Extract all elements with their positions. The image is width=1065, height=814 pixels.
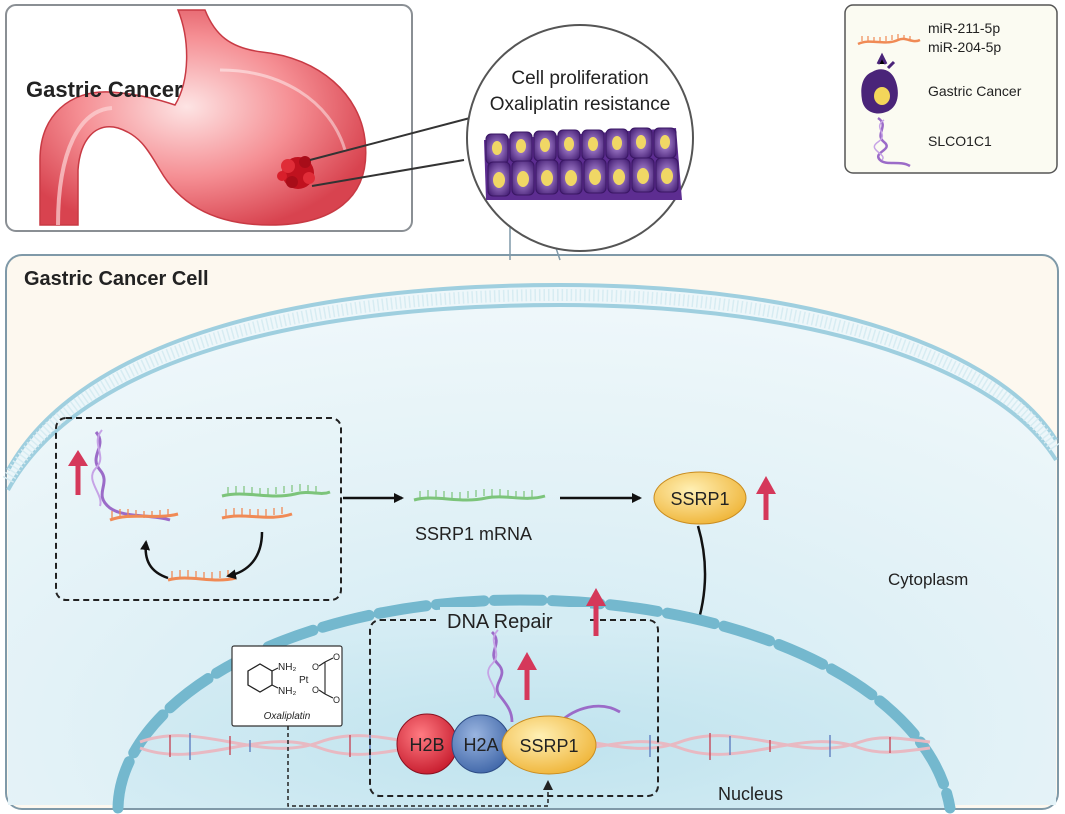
cancer-cell-cluster (484, 127, 682, 200)
cytoplasm-label: Cytoplasm (888, 570, 968, 589)
cell-title: Gastric Cancer Cell (24, 268, 209, 290)
ssrp1-protein-label: SSRP1 (670, 489, 729, 509)
mirna-strand-icon (857, 34, 921, 46)
dna-repair-box: DNA Repair (369, 607, 659, 797)
histone-h2a-label: H2A (463, 735, 498, 755)
atom-o-double-top: O (333, 652, 340, 662)
atom-pt: Pt (299, 675, 309, 686)
legend-label-mirna-2: miR-204-5p (928, 39, 1001, 55)
callout-circle: Cell proliferation Oxaliplatin resistanc… (466, 24, 694, 261)
ssrp1-mrna-icon (413, 489, 546, 502)
tumor-mass (277, 156, 315, 189)
cerna-mechanism-box (55, 417, 342, 601)
ssrp1-protein: SSRP1 (653, 471, 747, 525)
drug-action-arrowhead (543, 780, 553, 790)
atom-o-bottom: O (312, 685, 319, 695)
atom-o-top: O (312, 662, 319, 672)
mrna-label: SSRP1 mRNA (415, 524, 532, 544)
callout-line-2: Oxaliplatin resistance (490, 94, 671, 115)
oxaliplatin-box: NH₂ NH₂ Pt O O O O Oxaliplatin (231, 645, 343, 727)
rna-helix-icon (873, 116, 911, 168)
cancer-cell-icon (861, 52, 898, 114)
mrna-mirna-duplex-icon (221, 484, 331, 520)
atom-nh2-top: NH₂ (278, 662, 296, 673)
histone-complex: H2B H2A SSRP1 (396, 713, 597, 775)
atom-o-double-bottom: O (333, 695, 340, 705)
atom-nh2-bottom: NH₂ (278, 686, 296, 697)
drug-name-label: Oxaliplatin (264, 711, 311, 722)
dna-repair-label: DNA Repair (447, 611, 553, 633)
slco1c1-rna-icon (91, 429, 179, 522)
legend-label-cancer: Gastric Cancer (928, 83, 1022, 99)
legend: miR-211-5p miR-204-5p Gastric Cancer SLC… (844, 4, 1058, 174)
stomach-panel: Gastric Cancer (5, 4, 413, 232)
legend-label-slco1c1: SLCO1C1 (928, 133, 992, 149)
protein-upregulation-arrow-icon (756, 476, 776, 520)
panel-title: Gastric Cancer (26, 77, 183, 102)
complex-upregulation-arrow-icon (517, 652, 537, 700)
callout-line-1: Cell proliferation (511, 68, 648, 89)
nucleus-ssrp1-label: SSRP1 (519, 736, 578, 756)
callout-connector-bottom (311, 159, 465, 187)
drug-action-path (287, 726, 549, 807)
callout-connector-top (309, 117, 471, 161)
nucleus-label: Nucleus (718, 784, 783, 804)
dna-repair-upregulation-arrow-icon (586, 588, 606, 636)
histone-h2b-label: H2B (409, 735, 444, 755)
upregulation-arrow-icon (68, 450, 88, 495)
legend-label-mirna-1: miR-211-5p (928, 20, 1000, 36)
